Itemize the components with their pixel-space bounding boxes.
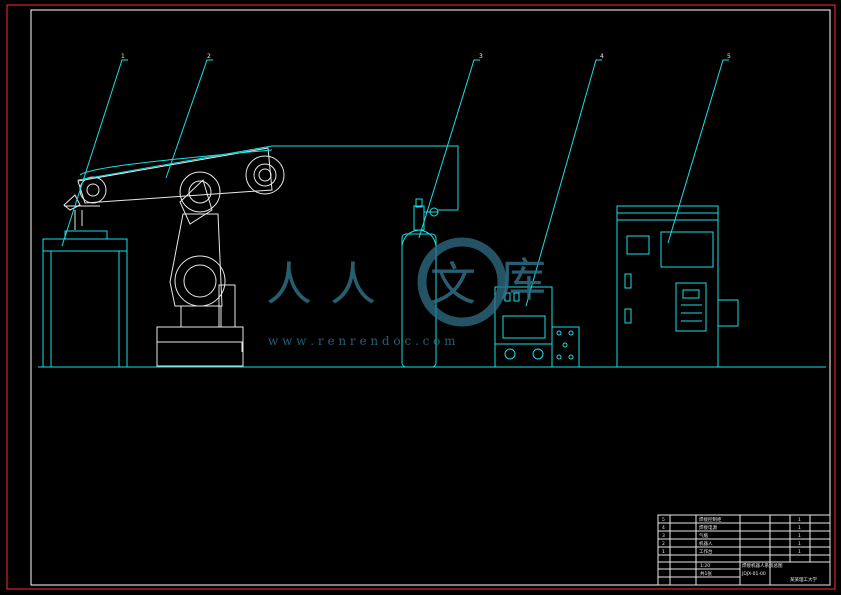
tb-drawing-no: JDJX-01-00 <box>741 571 766 577</box>
watermark-char-2: 人 <box>330 257 376 311</box>
control-cabinet <box>616 205 739 368</box>
tb-part-1: 焊接控制柜 <box>699 516 722 523</box>
callout-5: 5 <box>727 53 731 60</box>
watermark-char-1: 人 <box>266 257 312 311</box>
tb-part-4: 机器人 <box>699 540 713 547</box>
inner-frame <box>30 9 831 586</box>
callout-2: 2 <box>207 53 211 60</box>
tb-part-5: 工作台 <box>699 548 713 555</box>
tb-row-no-2: 4 <box>662 525 665 531</box>
tb-drawing-name: 焊接机器人系统总图 <box>742 562 783 569</box>
welding-robot <box>63 147 285 367</box>
tb-qty-3: 1 <box>798 533 801 539</box>
tb-row-no-1: 5 <box>662 517 665 523</box>
tb-part-2: 焊接电源 <box>699 524 717 531</box>
welding-cable <box>77 145 459 211</box>
leader-lines <box>61 59 729 307</box>
work-table <box>42 230 128 368</box>
tb-part-3: 气瓶 <box>699 532 708 539</box>
outer-frame <box>6 4 836 590</box>
gas-cylinder <box>401 198 439 368</box>
watermark-char-3: 文 <box>430 257 476 311</box>
callout-4: 4 <box>600 53 604 60</box>
watermark-url: w w w . r e n r e n d o c . c o m <box>268 334 456 348</box>
tb-qty-1: 1 <box>798 517 801 523</box>
watermark-logo-ring <box>417 237 507 327</box>
welding-power-source <box>494 286 580 368</box>
tb-row-no-4: 2 <box>662 541 665 547</box>
watermark: 人 人 文 库 w w w . r e n r e n d o c . c o … <box>266 237 546 348</box>
tb-row-no-3: 3 <box>662 533 665 539</box>
watermark-char-4: 库 <box>500 253 546 307</box>
tb-qty-4: 1 <box>798 541 801 547</box>
tb-school: 某某理工大学 <box>790 576 817 583</box>
tb-qty-5: 1 <box>798 549 801 555</box>
tb-qty-2: 1 <box>798 525 801 531</box>
tb-scale: 1:20 <box>700 563 710 569</box>
callout-1: 1 <box>121 53 125 60</box>
tb-row-no-5: 1 <box>662 549 665 555</box>
tb-sheet: 共1张 <box>700 570 712 577</box>
callout-3: 3 <box>479 53 483 60</box>
title-block <box>657 514 831 586</box>
